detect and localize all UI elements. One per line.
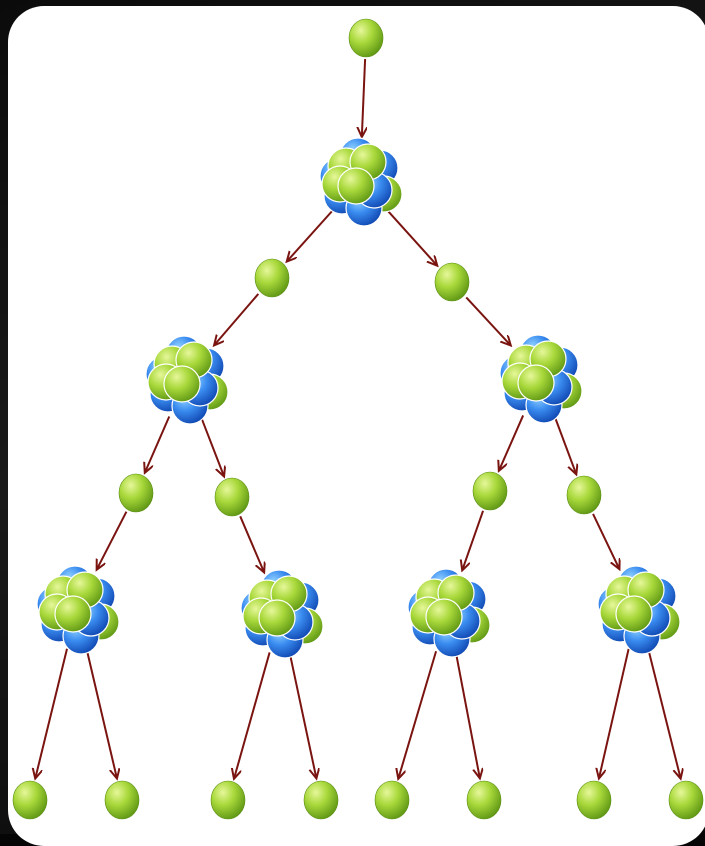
neutron-n-3d xyxy=(567,476,601,514)
arrow-n-3c-to-nuc-4c xyxy=(463,511,484,570)
arrow-nuc-2a-to-n-3b xyxy=(201,417,224,475)
neutron-n-b4 xyxy=(304,781,338,819)
neutron-n-top xyxy=(349,19,383,57)
arrow-nuc-2b-to-n-3d xyxy=(555,416,576,473)
nucleon-neutron-nuc-2a-10 xyxy=(164,366,200,402)
neutron-n-3c xyxy=(473,472,507,510)
nucleon-neutron-nuc-1-10 xyxy=(338,168,374,204)
nucleon-neutron-nuc-2b-10 xyxy=(518,365,554,401)
arrow-nuc-4b-to-n-b3 xyxy=(234,652,269,777)
arrow-nuc-1-to-n-l1 xyxy=(287,211,332,261)
neutron-n-b7 xyxy=(577,781,611,819)
neutron-n-3a xyxy=(119,474,153,512)
neutron-n-b5 xyxy=(375,781,409,819)
arrow-n-3b-to-nuc-4b xyxy=(240,516,264,571)
neutron-n-b2 xyxy=(105,781,139,819)
arrow-nuc-2b-to-n-3c xyxy=(499,415,523,469)
nucleus-nuc-2a xyxy=(146,336,228,424)
neutron-n-b8 xyxy=(669,781,703,819)
arrow-nuc-4d-to-n-b8 xyxy=(648,649,680,778)
arrow-n-3d-to-nuc-4d xyxy=(593,514,619,568)
nucleus-nuc-4b xyxy=(241,570,323,658)
neutron-n-3b xyxy=(215,478,249,516)
arrow-nuc-4c-to-n-b6 xyxy=(456,652,480,777)
nucleon-neutron-nuc-4a-10 xyxy=(55,596,91,632)
arrow-nuc-4b-to-n-b4 xyxy=(290,653,316,777)
arrow-n-top-to-nuc-1 xyxy=(362,59,365,136)
arrow-nuc-4c-to-n-b5 xyxy=(399,651,437,778)
particles-group xyxy=(13,19,703,819)
arrow-n-3a-to-nuc-4a xyxy=(97,512,126,569)
nucleon-neutron-nuc-4c-10 xyxy=(426,599,462,635)
nucleus-nuc-2b xyxy=(500,335,582,423)
nucleus-nuc-4a xyxy=(37,566,119,654)
arrow-n-r1-to-nuc-2b xyxy=(466,297,510,344)
arrow-nuc-1-to-n-r1 xyxy=(388,211,436,265)
arrow-nuc-2a-to-n-3a xyxy=(145,417,169,472)
arrow-nuc-4a-to-n-b1 xyxy=(35,649,67,778)
neutron-n-b3 xyxy=(211,781,245,819)
arrow-nuc-4d-to-n-b7 xyxy=(599,649,628,778)
nucleus-nuc-4c xyxy=(408,569,490,657)
neutron-n-b6 xyxy=(467,781,501,819)
nucleus-nuc-4d xyxy=(598,566,680,654)
neutron-n-l1 xyxy=(255,259,289,297)
neutron-n-r1 xyxy=(435,263,469,301)
nucleon-neutron-nuc-4b-10 xyxy=(259,600,295,636)
nucleon-neutron-nuc-4d-10 xyxy=(616,596,652,632)
arrow-nuc-4a-to-n-b2 xyxy=(87,649,117,778)
neutron-n-b1 xyxy=(13,781,47,819)
arrow-n-l1-to-nuc-2a xyxy=(215,294,259,345)
